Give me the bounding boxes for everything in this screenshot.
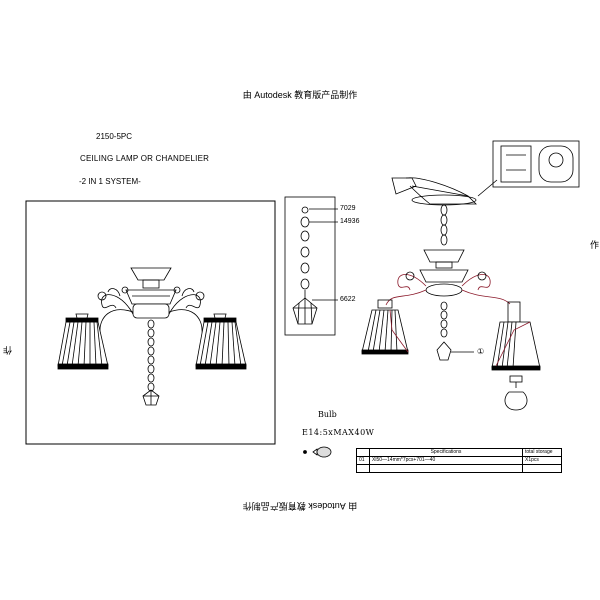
crystal-chain-front <box>142 319 160 406</box>
system-label: -2 IN 1 SYSTEM- <box>79 177 141 186</box>
chandelier-front-view <box>57 267 247 406</box>
part-number-bottom: 6622 <box>340 296 356 303</box>
table-header-cell: total storage <box>522 448 562 457</box>
bulb-spec: E14:5xMAX40W <box>302 428 375 437</box>
spec-table: Specifications total storage 01 Xl50—14m… <box>356 448 562 473</box>
table-header-cell: Specifications <box>369 448 523 457</box>
frame-box-left <box>25 200 276 445</box>
table-cell <box>356 464 370 473</box>
model-number: 2150-5PC <box>96 132 133 141</box>
lamp-shade-right <box>195 317 247 370</box>
product-name: CEILING LAMP OR CHANDELIER <box>80 154 210 163</box>
table-row: 01 Xl50—14mm*7pcs+701—40 X1pcs <box>356 456 562 465</box>
table-cell: 01 <box>356 456 370 465</box>
table-cell <box>522 464 562 473</box>
callout-marker: ① <box>477 347 485 356</box>
table-cell: Xl50—14mm*7pcs+701—40 <box>369 456 523 465</box>
table-row <box>356 464 562 473</box>
table-header-cell <box>356 448 370 457</box>
watermark-top: 由 Autodesk 教育版产品制作 <box>242 90 358 100</box>
table-cell: X1pcs <box>522 456 562 465</box>
part-number-middle: 14936 <box>340 218 360 225</box>
bulb-label: Bulb <box>318 410 337 419</box>
table-header-row: Specifications total storage <box>356 448 562 457</box>
watermark-right: 由 Autodesk 教育版产品制作 <box>589 240 599 249</box>
lamp-shade-left <box>57 317 109 370</box>
bulb-icon <box>303 446 332 458</box>
table-cell <box>369 464 523 473</box>
crystal-detail-box <box>284 196 336 336</box>
chandelier-3d-view <box>361 140 580 411</box>
crystal-detail <box>292 206 338 325</box>
part-number-top: 7029 <box>340 205 356 212</box>
